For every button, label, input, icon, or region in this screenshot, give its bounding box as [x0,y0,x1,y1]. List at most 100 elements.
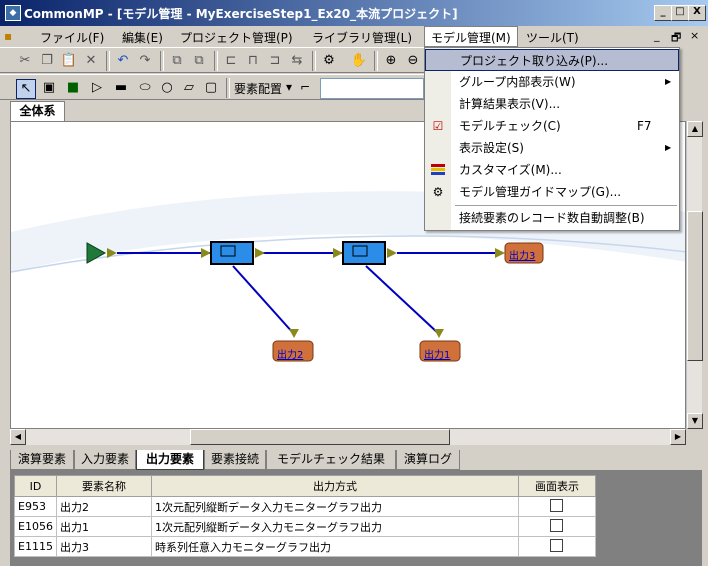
group-icon[interactable]: ⧉ [172,53,182,68]
scroll-up-icon[interactable]: ▲ [687,121,703,137]
menu-item-guide-map[interactable]: ⚙ モデル管理ガイドマップ(G)... [425,181,679,203]
link-line[interactable] [232,265,295,335]
cell-name[interactable]: 出力3 [55,536,152,557]
rectangle-icon[interactable]: ▬ [114,80,128,95]
cell-name[interactable]: 出力1 [55,516,152,537]
display-checkbox[interactable] [550,498,564,512]
connector-icon[interactable]: ⌐ [300,80,311,94]
menu-item-model-check[interactable]: ☑ モデルチェック(C) F7 [425,115,679,137]
menu-item-group-internal-view[interactable]: グループ内部表示(W) ▶ [425,71,679,93]
table-row[interactable]: E1056 出力1 1次元配列縦断データ入力モニターグラフ出力 [14,516,596,537]
scroll-down-icon[interactable]: ▼ [687,413,703,429]
close-button[interactable]: X [688,5,706,21]
column-header-id[interactable]: ID [14,475,57,497]
hand-tool-icon[interactable]: ✋ [350,53,368,68]
align-left-icon[interactable]: ⊏ [225,53,237,68]
display-checkbox[interactable] [550,518,564,532]
tab-overall-system[interactable]: 全体系 [10,101,65,122]
distribute-icon[interactable]: ⇆ [291,53,303,68]
table-row[interactable]: E1115 出力3 時系列任意入力モニターグラフ出力 [14,536,596,557]
cell-output-method[interactable]: 1次元配列縦断データ入力モニターグラフ出力 [150,496,519,517]
chevron-down-icon[interactable]: ▾ [286,80,293,94]
cell-id[interactable]: E953 [14,496,57,517]
tab-model-check-results[interactable]: モデルチェック結果 [266,450,396,470]
column-header-name[interactable]: 要素名称 [55,475,152,497]
delete-icon[interactable]: ✕ [85,53,97,68]
menu-item-customize[interactable]: カスタマイズ(M)... [425,159,679,181]
zoom-out-icon[interactable]: ⊖ [407,53,419,68]
copy-icon[interactable]: ❐ [41,53,53,68]
column-header-output-method[interactable]: 出力方式 [150,475,519,497]
cut-icon[interactable]: ✂ [19,53,31,68]
tab-input-elements[interactable]: 入力要素 [74,450,136,470]
maximize-button[interactable]: □ [671,5,689,21]
tab-element-connections[interactable]: 要素接続 [204,450,266,470]
port-icon [387,248,397,258]
menu-project[interactable]: プロジェクト管理(P) [180,31,293,45]
mdi-close-button[interactable]: × [690,29,700,42]
port-icon [434,329,444,338]
menu-edit[interactable]: 編集(E) [122,31,163,45]
scroll-left-icon[interactable]: ◀ [10,429,26,445]
paste-icon[interactable]: 📋 [60,53,78,68]
ellipse-icon[interactable]: ⬭ [139,80,151,95]
triangle-icon[interactable]: ▷ [92,80,102,95]
rounded-rect-icon[interactable]: ▢ [204,80,218,95]
align-center-icon[interactable]: ⊓ [247,53,259,68]
mdi-restore-button[interactable]: 🗗 [671,31,682,44]
output-node-2[interactable] [272,340,314,362]
cell-output-method[interactable]: 時系列任意入力モニターグラフ出力 [150,536,519,557]
layout-combo[interactable]: 要素配置 [234,82,283,96]
menu-item-display-settings[interactable]: 表示設定(S) ▶ [425,137,679,159]
zoom-in-icon[interactable]: ⊕ [385,53,397,68]
menu-item-auto-adjust-records[interactable]: 接続要素のレコード数自動調整(B) [425,207,679,229]
tab-calc-elements[interactable]: 演算要素 [10,450,74,470]
mdi-minimize-button[interactable]: _ [654,29,660,42]
tab-output-elements[interactable]: 出力要素 [136,450,204,470]
cell-id[interactable]: E1056 [14,516,57,537]
cell-output-method[interactable]: 1次元配列縦断データ入力モニターグラフ出力 [150,516,519,537]
port-icon [289,329,299,338]
toolbar-separator [226,78,230,98]
redo-icon[interactable]: ↷ [139,53,151,68]
pointer-icon[interactable]: ↖ [16,79,36,99]
cell-id[interactable]: E1115 [14,536,57,557]
undo-icon[interactable]: ↶ [117,53,129,68]
toolbar-input[interactable] [320,78,424,99]
menu-item-show-results[interactable]: 計算結果表示(V)... [425,93,679,115]
canvas-vertical-scrollbar[interactable]: ▲ ▼ [686,121,703,429]
rectangle-frame-icon[interactable]: ▣ [42,80,56,95]
menu-item-import-project[interactable]: プロジェクト取り込み(P)... [425,49,679,71]
cell-name[interactable]: 出力2 [55,496,152,517]
output-node-3[interactable] [504,242,544,264]
menu-item-label: 表示設定(S) [459,141,524,155]
scroll-corner [686,429,702,445]
horizontal-scroll-thumb[interactable] [190,429,450,445]
table-row[interactable]: E953 出力2 1次元配列縦断データ入力モニターグラフ出力 [14,496,596,517]
menu-library[interactable]: ライブラリ管理(L) [312,31,413,45]
menu-tools[interactable]: ツール(T) [526,31,579,45]
align-right-icon[interactable]: ⊐ [269,53,281,68]
column-header-display[interactable]: 画面表示 [517,475,596,497]
output-node-1[interactable] [419,340,461,362]
input-node[interactable] [86,242,107,264]
circle-icon[interactable]: ○ [161,80,173,95]
display-checkbox[interactable] [550,538,564,552]
mdi-doc-icon[interactable]: ▪ [4,29,13,43]
menu-model[interactable]: モデル管理(M) [424,26,518,47]
port-icon [255,248,265,258]
ungroup-icon[interactable]: ⧉ [194,53,204,68]
scroll-right-icon[interactable]: ▶ [670,429,686,445]
tab-calc-log[interactable]: 演算ログ [396,450,460,470]
calc-node-icon [352,245,368,257]
calc-node-1[interactable] [210,241,254,265]
canvas-horizontal-scrollbar[interactable]: ◀ ▶ [10,429,686,445]
link-line[interactable] [365,265,440,335]
parallelogram-icon[interactable]: ▱ [184,80,194,95]
calc-node-2[interactable] [342,241,386,265]
guide-map-icon[interactable]: ⚙ [323,53,335,68]
menu-file[interactable]: ファイル(F) [40,31,105,45]
green-square-icon[interactable]: ■ [66,80,80,95]
minimize-button[interactable]: _ [654,5,672,21]
vertical-scroll-thumb[interactable] [687,211,703,361]
